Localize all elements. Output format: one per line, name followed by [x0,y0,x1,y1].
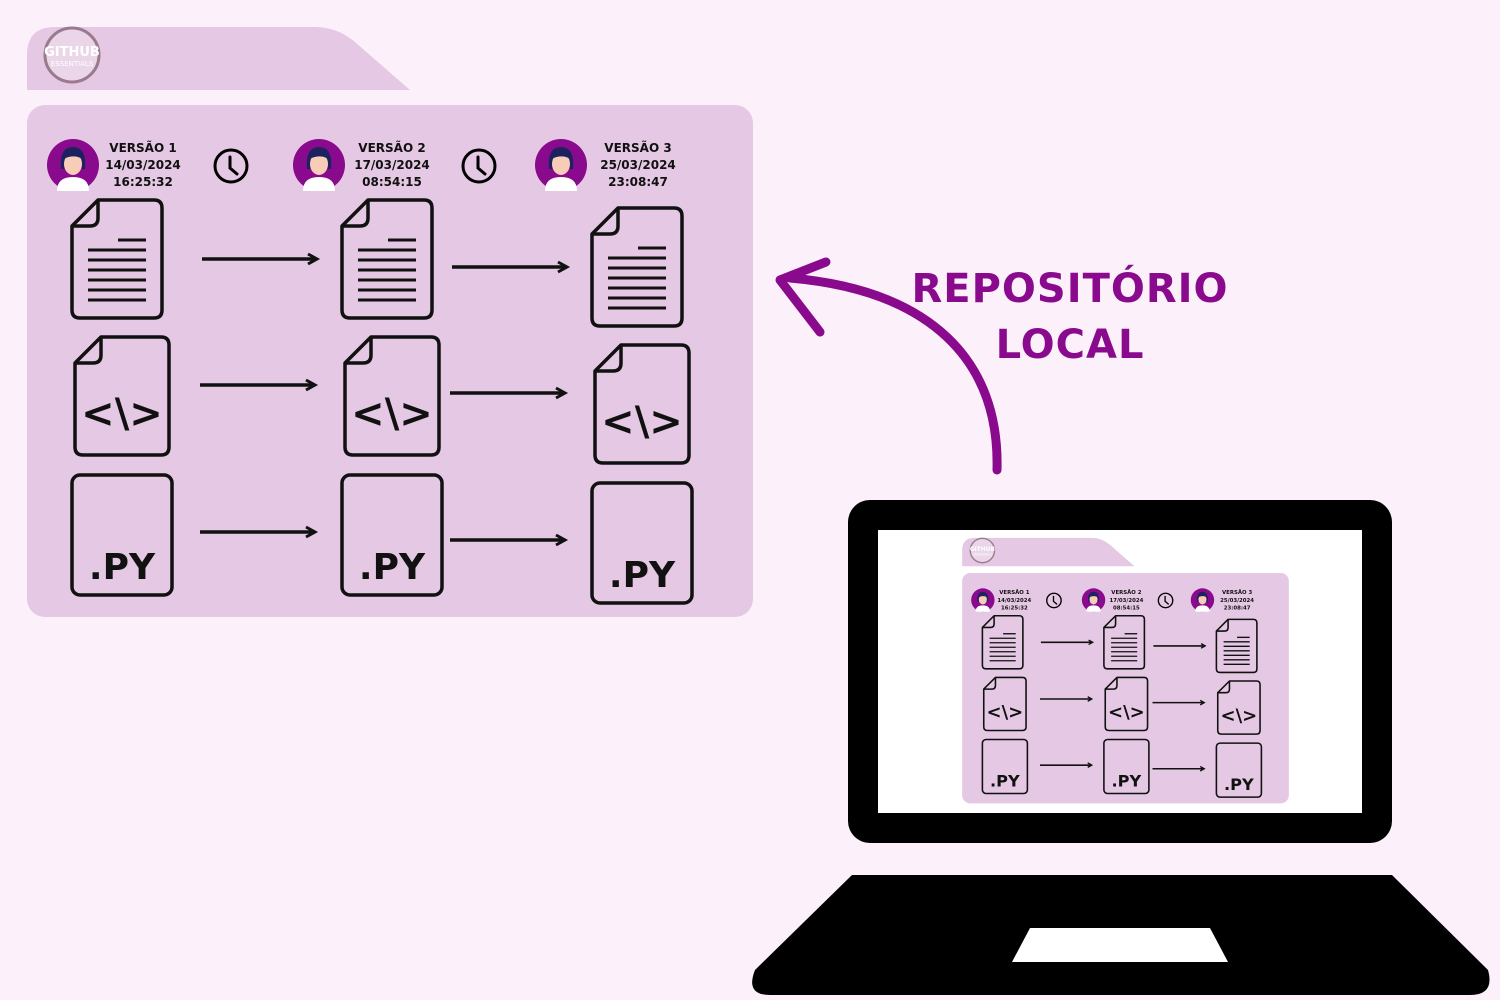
version-label: VERSÃO 2 [1111,589,1141,596]
code-file-label: <\> [351,391,433,437]
svg-text:GITHUB: GITHUB [44,45,100,60]
folder-body [962,573,1289,804]
svg-text:GITHUB: GITHUB [970,547,996,553]
touchpad [1012,928,1228,962]
laptop-screen-folder-preview: GITHUB ESSENTIALS VERSÃO 1 14/03/202416:2… [962,537,1289,804]
logo: GITHUB ESSENTIALS [43,26,101,84]
version-time: 08:54:15 [362,175,422,189]
code-file-label: <\> [81,391,163,437]
document-file-icon [1103,614,1146,670]
version-label: VERSÃO 2 [358,140,425,155]
curved-arrow-icon [775,257,1002,475]
version-label: VERSÃO 1 [109,140,176,155]
clock-icon [461,148,497,184]
user-avatar [535,139,587,191]
version-date: 17/03/2024 [1109,598,1143,604]
arrow-right-icon [1040,762,1094,768]
arrow-right-icon [1040,639,1095,646]
svg-text:ESSENTIALS: ESSENTIALS [973,552,992,556]
arrow-right-icon [1153,643,1207,649]
document-file-icon [340,198,434,320]
code-file-icon: <\> [982,676,1027,732]
python-file-label: .PY [609,555,676,596]
code-file-label: <\> [1108,702,1145,723]
version-label: VERSÃO 3 [604,140,671,155]
code-file-label: <\> [987,702,1024,723]
document-file-icon [70,198,164,320]
repository-folder: GITHUB ESSENTIALS VERSÃO 1 14/03/2024 16:2… [27,26,753,617]
version-time: 08:54:15 [1113,605,1140,611]
title-line-2: LOCAL [995,322,1145,368]
arrow-right-icon [200,525,319,539]
python-file-label: .PY [1112,771,1142,790]
arrow-right-icon [452,260,571,274]
version-date: 14/03/2024 [997,598,1031,604]
arrow-right-icon [1152,765,1206,772]
python-file-label: .PY [1224,775,1254,794]
folder-tab [962,537,1135,567]
version-date: 25/03/2024 [600,158,676,172]
python-file-label: .PY [89,547,156,588]
user-avatar [1081,588,1106,612]
python-file-label: .PY [359,547,426,588]
title-line-1: REPOSITÓRIO [911,266,1229,312]
code-file-label: <\> [601,399,683,445]
arrow-right-icon [1152,699,1206,706]
python-file-icon: .PY [981,738,1029,795]
code-file-icon: <\> [1216,680,1261,735]
version-time: 23:08:47 [1224,605,1251,611]
python-file-label: .PY [990,771,1020,790]
arrow-right-icon [450,533,569,547]
version-time: 23:08:47 [608,175,668,189]
code-file-icon: <\> [73,335,171,457]
version-date: 25/03/2024 [1220,598,1254,604]
version-date: 14/03/2024 [105,158,181,172]
arrow-right-icon [202,252,321,266]
python-file-icon: .PY [1215,742,1263,798]
version-time: 16:25:32 [1001,605,1028,611]
code-file-icon: <\> [343,335,441,457]
logo: GITHUB ESSENTIALS [969,537,996,564]
user-avatar [47,139,99,191]
document-file-icon [590,206,684,328]
arrow-right-icon [1040,696,1094,702]
code-file-icon: <\> [1104,676,1149,732]
code-file-label: <\> [1221,706,1258,727]
document-file-icon [1215,618,1258,674]
version-label: VERSÃO 3 [1222,589,1252,596]
arrow-right-icon [450,386,569,400]
version-time: 16:25:32 [113,175,173,189]
clock-icon [1046,592,1062,609]
folder-tab [27,27,410,90]
python-file-icon: .PY [340,473,444,597]
version-date: 17/03/2024 [354,158,430,172]
clock-icon [1157,592,1174,609]
user-avatar [1190,588,1215,612]
user-avatar [293,139,345,191]
arrow-right-icon [200,378,319,392]
svg-text:ESSENTIALS: ESSENTIALS [51,60,94,68]
folder-body [27,105,753,617]
python-file-icon: .PY [1103,738,1150,795]
python-file-icon: .PY [70,473,174,597]
document-file-icon [981,614,1024,670]
user-avatar [971,588,995,612]
code-file-icon: <\> [593,343,691,465]
version-label: VERSÃO 1 [999,589,1029,596]
clock-icon [213,148,249,184]
python-file-icon: .PY [590,481,694,605]
